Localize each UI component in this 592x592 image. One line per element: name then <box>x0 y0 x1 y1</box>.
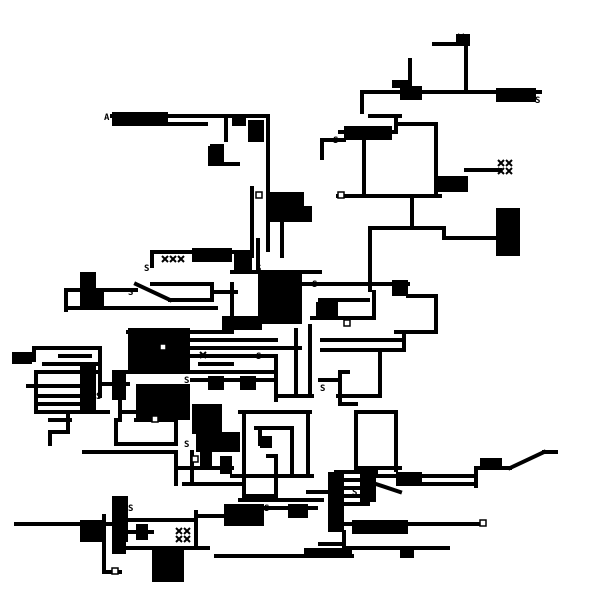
svg-text:S: S <box>320 384 325 394</box>
square-markers <box>111 191 487 575</box>
svg-text:S: S <box>256 352 261 362</box>
svg-text:S: S <box>535 96 540 106</box>
svg-text:S: S <box>184 440 189 450</box>
svg-text:S: S <box>312 280 317 290</box>
svg-text:S: S <box>296 214 301 224</box>
svg-text:S: S <box>214 146 219 156</box>
svg-text:S: S <box>128 288 133 298</box>
cross-markers <box>151 33 513 543</box>
svg-text:S: S <box>128 504 133 514</box>
wall-group-left <box>12 272 302 454</box>
wall-group-center <box>222 270 438 406</box>
svg-text:S: S <box>184 376 189 386</box>
svg-text:S: S <box>144 264 149 274</box>
wall-group-top-left <box>110 112 312 274</box>
spawn-glyphs: S S S S S S S S S S S S S S S S <box>96 96 540 514</box>
svg-text:S: S <box>264 504 269 514</box>
svg-text:S: S <box>96 392 101 402</box>
wall-group-bottom-left <box>14 496 210 582</box>
start-glyph: A <box>104 113 110 123</box>
svg-text:S: S <box>333 136 338 146</box>
wall-group-lower-center <box>174 404 330 526</box>
svg-text:S: S <box>256 264 261 274</box>
svg-text:S: S <box>352 488 357 498</box>
wall-group-top-right <box>320 34 542 292</box>
wall-group-lower-right <box>214 410 558 558</box>
